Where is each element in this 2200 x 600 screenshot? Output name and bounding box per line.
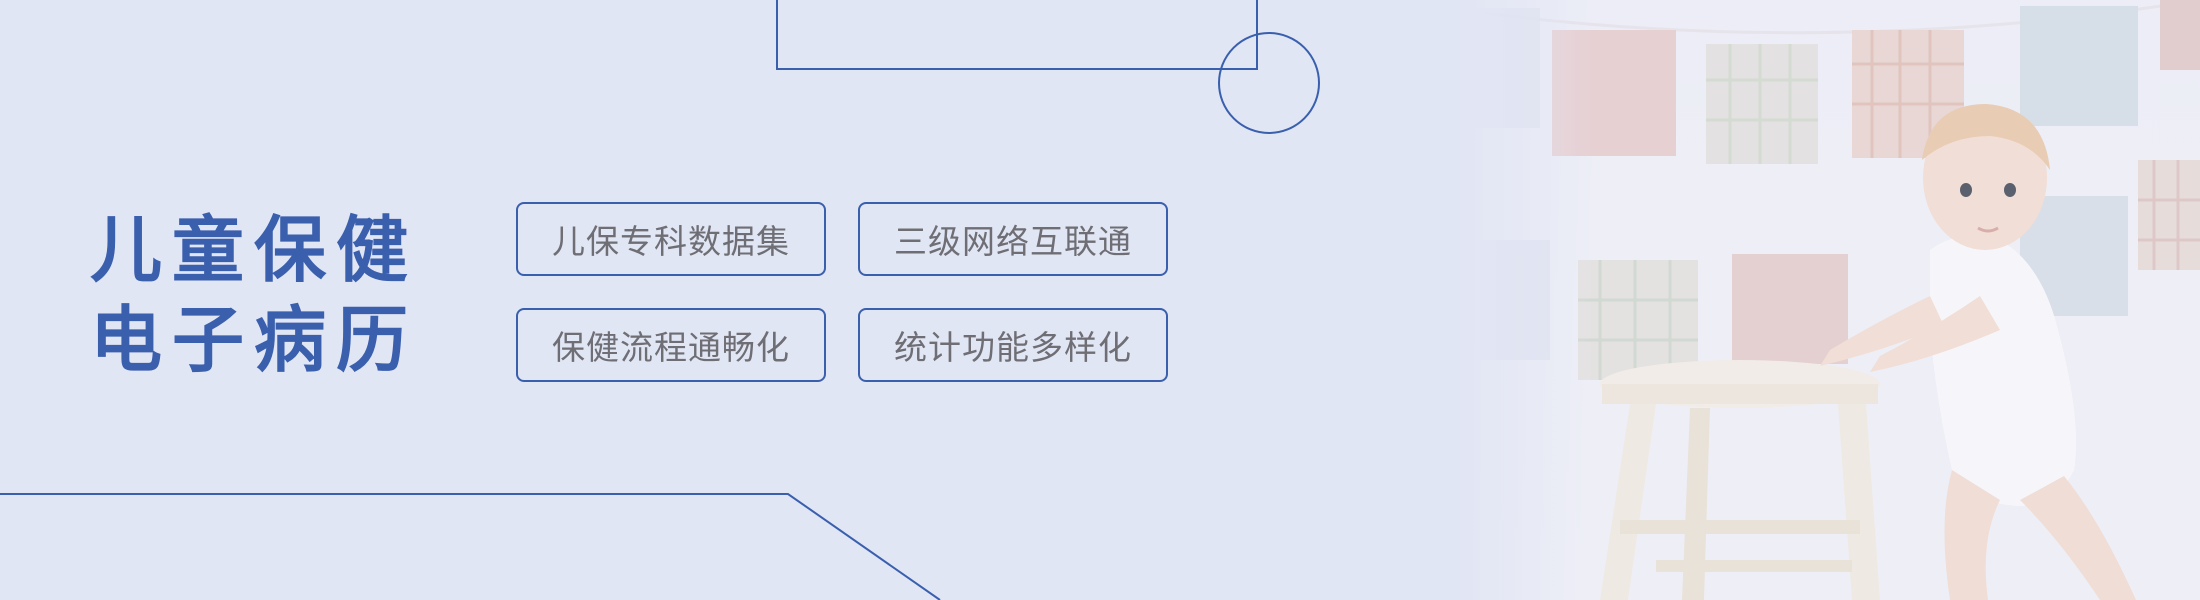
feature-tag-workflow: 保健流程通畅化 [516,308,826,382]
baby-photo [1460,0,2200,600]
page-title: 儿童保健 电子病历 [90,205,430,385]
decorative-frame [776,0,1258,70]
decorative-circle [1218,32,1320,134]
feature-tag-network: 三级网络互联通 [858,202,1168,276]
baby-standing-at-stool-icon [1460,0,2200,600]
title-line-2: 电子病历 [90,298,419,382]
feature-tag-dataset: 儿保专科数据集 [516,202,826,276]
title-line-1: 儿童保健 [90,208,419,292]
feature-tag-statistics: 统计功能多样化 [858,308,1168,382]
